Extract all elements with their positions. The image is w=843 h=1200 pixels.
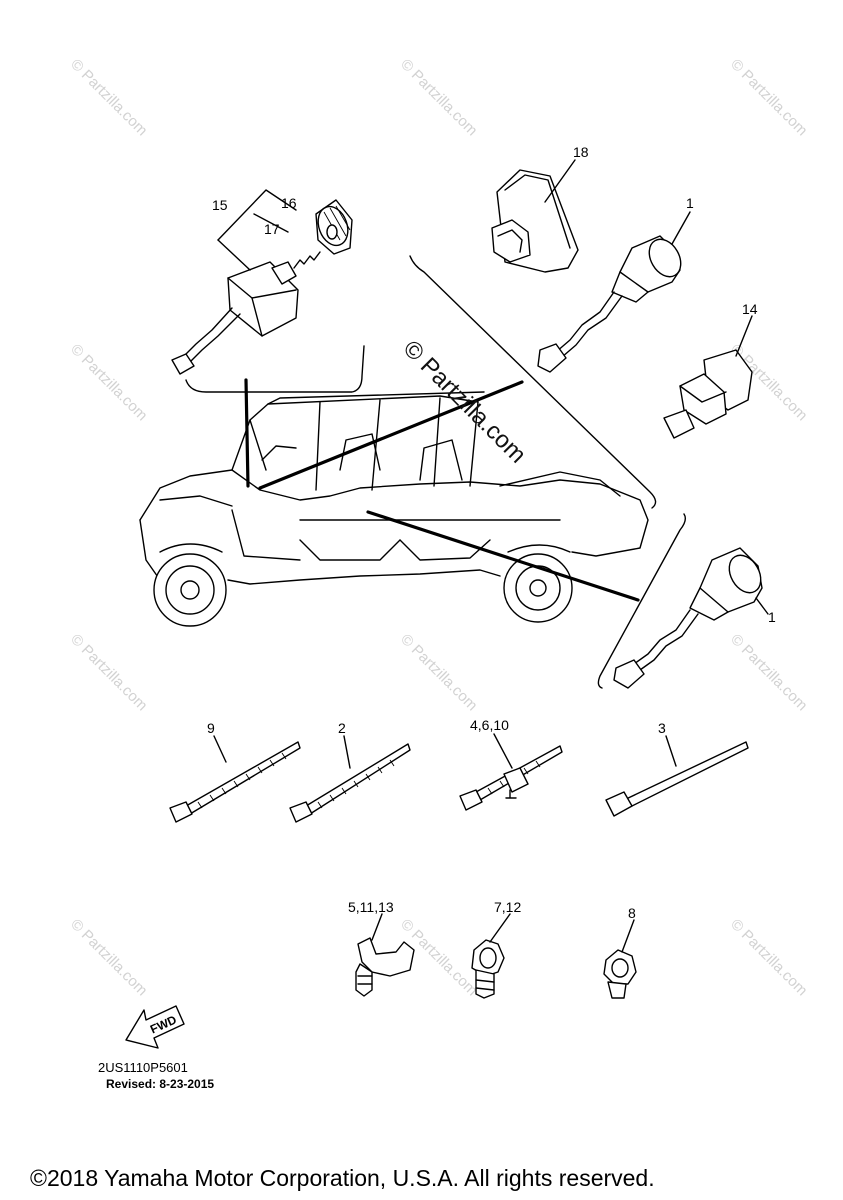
watermark: © Partzilla.com bbox=[67, 56, 150, 139]
part-14-switch[interactable] bbox=[663, 315, 753, 439]
callout-3: 3 bbox=[658, 720, 666, 736]
watermark: © Partzilla.com bbox=[727, 631, 810, 714]
watermark: © Partzilla.com bbox=[727, 916, 810, 999]
detail-frame-upper-left bbox=[185, 345, 365, 393]
part-7-12-clip[interactable] bbox=[471, 913, 511, 999]
callout-1-upper: 1 bbox=[686, 195, 694, 211]
watermark: © Partzilla.com bbox=[67, 631, 150, 714]
watermark: © Partzilla.com bbox=[727, 56, 810, 139]
part-3-cable-tie[interactable] bbox=[605, 735, 749, 817]
part-9-cable-tie[interactable] bbox=[169, 735, 301, 823]
part-16-knob[interactable] bbox=[313, 199, 353, 255]
callout-2: 2 bbox=[338, 720, 346, 736]
callout-17: 17 bbox=[264, 221, 280, 237]
part-15-switch[interactable] bbox=[171, 261, 299, 375]
part-1-socket-upper[interactable] bbox=[537, 211, 691, 373]
part-18-holder[interactable] bbox=[491, 159, 579, 273]
fwd-arrow-icon: FWD bbox=[125, 1005, 185, 1049]
watermark-center: © Partzilla.com bbox=[398, 335, 531, 468]
callout-9: 9 bbox=[207, 720, 215, 736]
revision-date: Revised: 8-23-2015 bbox=[106, 1077, 214, 1091]
detail-frame-lower-right bbox=[597, 513, 687, 689]
leader-line-dash-left bbox=[244, 378, 250, 488]
leader-line-rear bbox=[366, 510, 640, 602]
callout-15: 15 bbox=[212, 197, 228, 213]
watermark: © Partzilla.com bbox=[397, 56, 480, 139]
leader-line-dash bbox=[258, 380, 524, 490]
watermark: © Partzilla.com bbox=[67, 916, 150, 999]
part-5-11-13-clamp[interactable] bbox=[355, 913, 415, 997]
callout-14: 14 bbox=[742, 301, 758, 317]
vehicle-outline bbox=[139, 391, 649, 627]
callout-7-12: 7,12 bbox=[494, 899, 521, 915]
bracket-lines-15 bbox=[217, 189, 297, 271]
part-8-clip[interactable] bbox=[603, 919, 637, 999]
callout-8: 8 bbox=[628, 905, 636, 921]
background-watermarks: © Partzilla.com © Partzilla.com © Partzi… bbox=[67, 56, 810, 999]
watermark: © Partzilla.com bbox=[397, 631, 480, 714]
diagram-code: 2US1110P5601 bbox=[98, 1060, 188, 1075]
watermark: © Partzilla.com bbox=[67, 341, 150, 424]
part-2-cable-tie[interactable] bbox=[289, 735, 411, 823]
callout-18: 18 bbox=[573, 144, 589, 160]
callout-4-6-10: 4,6,10 bbox=[470, 717, 509, 733]
callout-1-lower: 1 bbox=[768, 609, 776, 625]
callout-5-11-13: 5,11,13 bbox=[348, 899, 394, 915]
copyright-footer: ©2018 Yamaha Motor Corporation, U.S.A. A… bbox=[30, 1165, 655, 1191]
part-17-spring[interactable] bbox=[293, 251, 321, 269]
callout-16: 16 bbox=[281, 195, 297, 211]
part-1-socket-lower[interactable] bbox=[613, 547, 769, 689]
detail-frame-upper-right bbox=[409, 255, 657, 509]
part-4-6-10-cable-tie-mount[interactable] bbox=[459, 733, 563, 811]
